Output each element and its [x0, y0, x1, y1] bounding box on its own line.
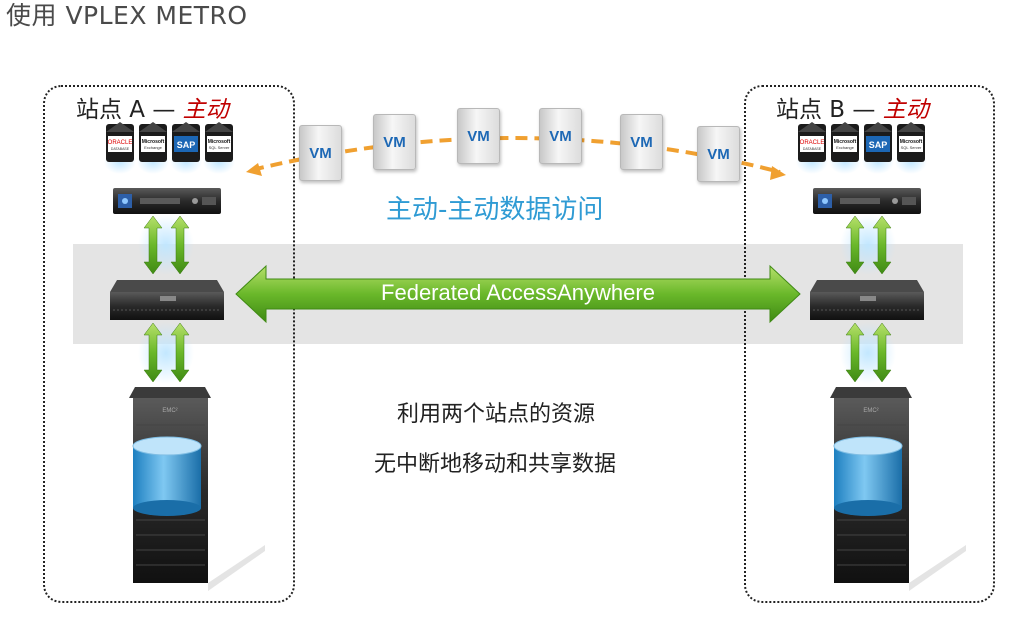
site-b-status: 主动	[882, 97, 929, 123]
vm-path-arrow-left	[246, 163, 262, 176]
svg-text:Exchange: Exchange	[144, 145, 163, 150]
svg-text:SQL Server: SQL Server	[209, 145, 230, 150]
site-a-app-icons: ORACLE DATABASE Microsoft Exchange SAP M…	[104, 122, 235, 174]
site-b-title: 站点 B — 主动	[776, 90, 929, 124]
site-b-host-server-icon	[813, 188, 921, 214]
site-a-title: 站点 A — 主动	[76, 90, 229, 124]
vm-icon: VM	[457, 108, 500, 164]
sap-icon: SAP	[862, 122, 894, 174]
site-a-vplex-cluster-icon	[110, 280, 224, 320]
svg-text:Microsoft: Microsoft	[142, 139, 165, 145]
bullet-1-text: 利用两个站点的资源	[397, 402, 596, 427]
site-a-status: 主动	[182, 97, 229, 123]
vm-icon: VM	[697, 126, 740, 182]
vm-icon: VM	[299, 125, 342, 181]
vm-path-arrow-right	[770, 166, 786, 180]
federated-arrow-icon	[235, 264, 801, 324]
svg-text:Microsoft: Microsoft	[208, 139, 231, 145]
site-a-storage-array-icon: EMC²	[129, 387, 265, 591]
site-a-upper-link-arrows	[138, 215, 194, 275]
exchange-icon: Microsoft Exchange	[829, 122, 861, 174]
site-a-lower-link-arrows	[138, 322, 194, 384]
site-b-app-icons: ORACLE DATABASE Microsoft Exchange SAP M…	[796, 122, 927, 174]
svg-text:DATABASE: DATABASE	[111, 147, 130, 151]
federated-label: Federated AccessAnywhere	[381, 280, 655, 305]
site-a-label: 站点 A —	[76, 97, 176, 123]
svg-text:Microsoft: Microsoft	[900, 139, 923, 145]
vm-icon: VM	[620, 114, 663, 170]
site-b-upper-link-arrows	[840, 215, 896, 275]
svg-text:Microsoft: Microsoft	[834, 139, 857, 145]
svg-text:DATABASE: DATABASE	[803, 147, 822, 151]
active-active-text: 主动-主动数据访问	[386, 195, 604, 225]
svg-text:SQL Server: SQL Server	[901, 145, 922, 150]
site-a-host-server-icon	[113, 188, 221, 214]
oracle-icon: ORACLE DATABASE	[104, 122, 136, 174]
svg-text:ORACLE: ORACLE	[800, 140, 825, 146]
svg-text:EMC²: EMC²	[162, 408, 177, 414]
svg-text:SAP: SAP	[869, 140, 888, 150]
svg-text:EMC²: EMC²	[863, 408, 878, 414]
sqlserver-icon: Microsoft SQL Server	[895, 122, 927, 174]
svg-text:Exchange: Exchange	[836, 145, 855, 150]
site-b-vplex-cluster-icon	[810, 280, 924, 320]
page-title: 使用 VPLEX METRO	[6, 1, 248, 30]
vm-icon: VM	[373, 114, 416, 170]
site-a-box	[43, 85, 295, 603]
sqlserver-icon: Microsoft SQL Server	[203, 122, 235, 174]
exchange-icon: Microsoft Exchange	[137, 122, 169, 174]
site-b-box	[744, 85, 995, 603]
site-b-lower-link-arrows	[840, 322, 896, 384]
sap-icon: SAP	[170, 122, 202, 174]
oracle-icon: ORACLE DATABASE	[796, 122, 828, 174]
site-b-storage-array-icon: EMC²	[830, 387, 966, 591]
bullet-2-text: 无中断地移动和共享数据	[374, 452, 617, 477]
vm-icon: VM	[539, 108, 582, 164]
svg-text:ORACLE: ORACLE	[108, 140, 133, 146]
svg-text:SAP: SAP	[177, 140, 196, 150]
site-b-label: 站点 B —	[776, 97, 876, 123]
